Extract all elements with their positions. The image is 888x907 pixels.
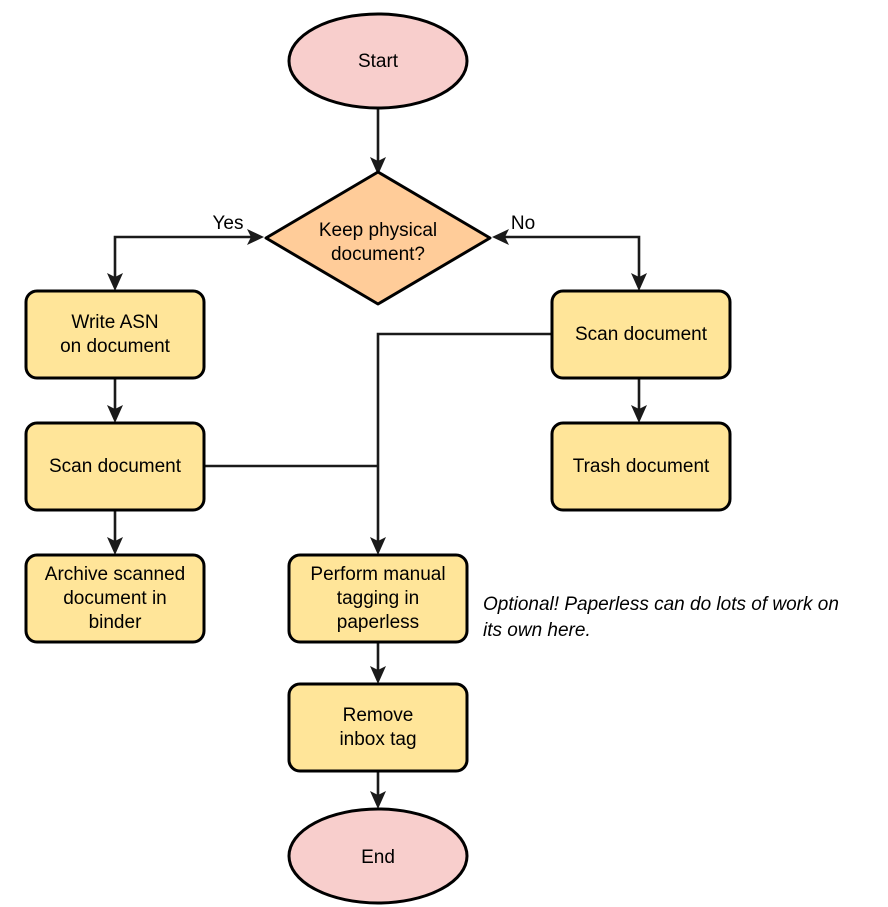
end-terminator-shape[interactable] — [287, 807, 469, 905]
archive-label-line-3: binder — [89, 612, 142, 633]
start-label: Start — [358, 51, 399, 72]
annotation-line-1: Optional! Paperless can do lots of work … — [483, 594, 839, 615]
edge-scan-left-to-archive — [107, 510, 123, 555]
node-layer: Start Keep physical document? Write ASN … — [24, 12, 732, 905]
node-trash-document[interactable]: Trash document — [550, 421, 732, 512]
node-remove-inbox-tag[interactable]: Remove inbox tag — [287, 682, 469, 773]
archive-box-shape[interactable] — [24, 553, 206, 644]
node-scan-document-right[interactable]: Scan document — [550, 289, 732, 380]
edge-layer: Write ASN --> Yes Scan document (right) … — [107, 108, 647, 809]
edge-scan-right-to-trash — [631, 378, 647, 423]
end-label: End — [361, 847, 395, 868]
remove-inbox-tag-label-line-1: Remove — [343, 705, 414, 726]
scan-document-right-label: Scan document — [575, 324, 708, 345]
edge-label-no: No — [511, 213, 535, 234]
edge-label-yes: Yes — [213, 213, 244, 234]
edge-remove-inbox-tag-to-end — [370, 771, 386, 809]
tagging-label-line-3: paperless — [337, 612, 419, 633]
scan-document-left-box-shape[interactable] — [24, 421, 206, 512]
tagging-box-shape[interactable] — [287, 553, 469, 644]
node-perform-manual-tagging-in-paperless[interactable]: Perform manual tagging in paperless — [287, 553, 469, 644]
trash-document-label: Trash document — [573, 456, 710, 477]
node-end[interactable]: End — [287, 807, 469, 905]
node-archive-scanned-document-in-binder[interactable]: Archive scanned document in binder — [24, 553, 206, 644]
edge-write-asn-to-scan-left — [107, 378, 123, 423]
tagging-label-line-2: tagging in — [337, 588, 419, 609]
annotation-line-2: its own here. — [483, 620, 591, 641]
archive-label-line-1: Archive scanned — [45, 564, 185, 585]
decision-diamond-shape[interactable] — [264, 170, 492, 306]
edge-start-to-decision — [370, 108, 386, 175]
edge-decision-no-to-scan-right: No — [492, 213, 647, 291]
trash-document-box-shape[interactable] — [550, 421, 732, 512]
archive-label-line-2: document in — [63, 588, 167, 609]
edge-scan-right-to-tagging — [370, 332, 552, 555]
annotation-optional-paperless: Optional! Paperless can do lots of work … — [483, 594, 839, 641]
write-asn-label-line-2: on document — [60, 336, 171, 357]
start-terminator-shape[interactable] — [287, 12, 469, 110]
edge-decision-yes-to-write-asn: Yes — [107, 213, 264, 291]
tagging-label-line-1: Perform manual — [310, 564, 445, 585]
scan-document-right-box-shape[interactable] — [550, 289, 732, 380]
edge-tagging-to-remove-inbox-tag — [370, 642, 386, 684]
node-scan-document-left[interactable]: Scan document — [24, 421, 206, 512]
node-write-asn-on-document[interactable]: Write ASN on document — [24, 289, 206, 380]
node-start[interactable]: Start — [287, 12, 469, 110]
remove-inbox-tag-box-shape[interactable] — [287, 682, 469, 773]
remove-inbox-tag-label-line-2: inbox tag — [339, 729, 416, 750]
write-asn-box-shape[interactable] — [24, 289, 206, 380]
decision-label-line-1: Keep physical — [319, 220, 437, 241]
scan-document-left-label: Scan document — [49, 456, 182, 477]
decision-label-line-2: document? — [331, 244, 425, 265]
write-asn-label-line-1: Write ASN — [71, 312, 158, 333]
node-keep-physical-document[interactable]: Keep physical document? — [264, 170, 492, 306]
